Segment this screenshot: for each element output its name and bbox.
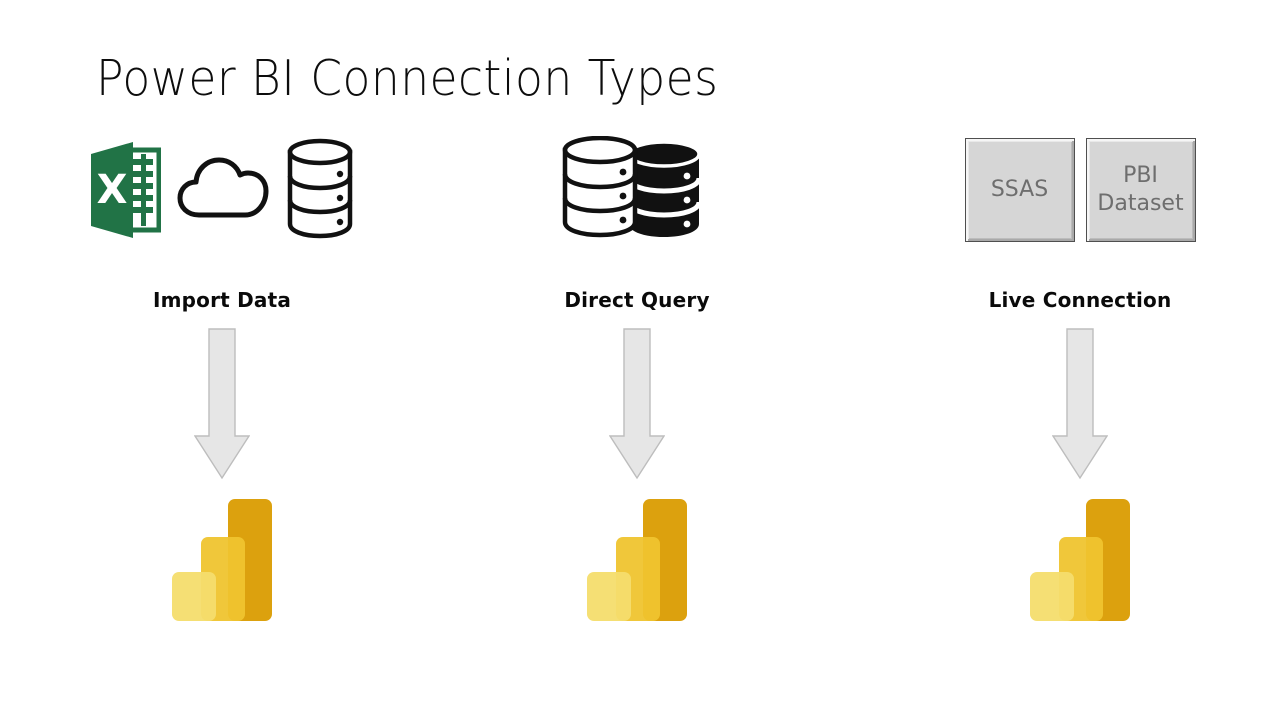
arrow-import-data	[42, 328, 402, 480]
icon-row-import-data: X	[42, 130, 402, 250]
column-import-data: X	[42, 130, 402, 650]
down-arrow-icon	[609, 328, 665, 480]
excel-icon: X	[89, 140, 161, 240]
page-title: Power BI Connection Types	[96, 50, 719, 107]
arrow-live-connection	[900, 328, 1260, 480]
database-white-icon	[562, 136, 638, 238]
pbi-dataset-button-label-line1: PBI	[1123, 163, 1158, 188]
column-label-import-data: Import Data	[152, 288, 292, 312]
arrow-direct-query	[457, 328, 817, 480]
connection-button-group: SSAS PBI Dataset	[964, 138, 1196, 242]
column-label-direct-query: Direct Query	[564, 288, 710, 312]
icon-row-live-connection: SSAS PBI Dataset	[900, 130, 1260, 250]
icon-row-direct-query	[457, 130, 817, 250]
ssas-button-label: SSAS	[990, 177, 1049, 202]
pbi-dataset-button-label-line2: Dataset	[1097, 191, 1184, 216]
power-bi-logo-icon	[1030, 499, 1130, 621]
cloud-icon	[177, 153, 269, 228]
power-bi-logo-import-data	[42, 495, 402, 625]
column-direct-query: Direct Query	[457, 130, 817, 650]
power-bi-logo-icon	[587, 499, 687, 621]
database-black-icon	[626, 140, 702, 237]
power-bi-logo-live-connection	[900, 495, 1260, 625]
pbi-dataset-button[interactable]: PBI Dataset	[1085, 138, 1196, 242]
power-bi-logo-direct-query	[457, 495, 817, 625]
down-arrow-icon	[194, 328, 250, 480]
column-live-connection: SSAS PBI Dataset Live Connection	[900, 130, 1260, 650]
database-icon	[285, 136, 355, 245]
down-arrow-icon	[1052, 328, 1108, 480]
svg-text:X: X	[97, 167, 128, 213]
column-label-live-connection: Live Connection	[988, 288, 1172, 312]
ssas-button[interactable]: SSAS	[964, 138, 1075, 242]
power-bi-logo-icon	[172, 499, 272, 621]
